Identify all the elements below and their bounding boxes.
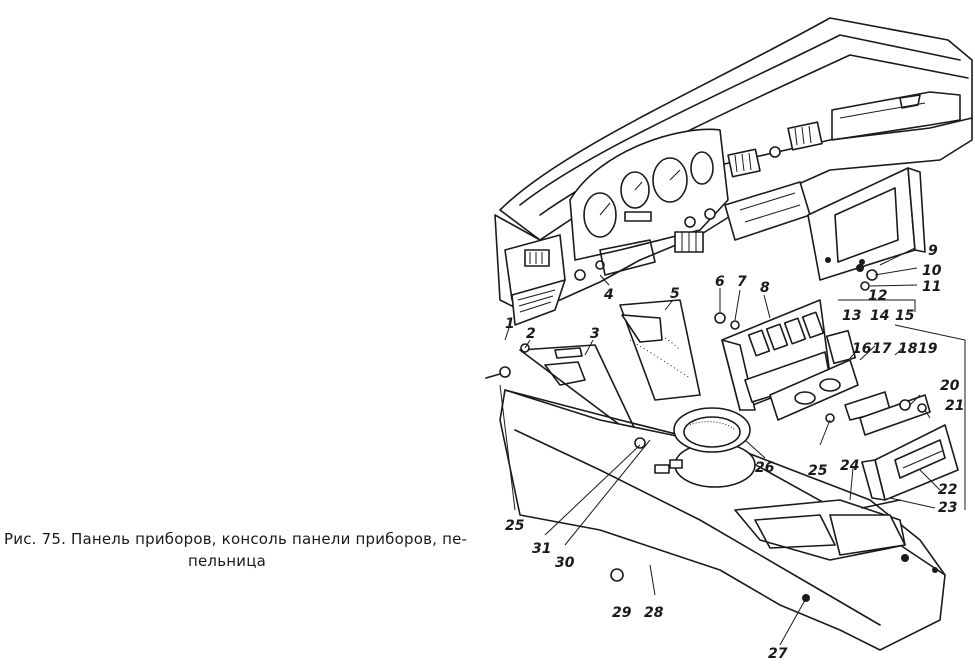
instrument-panel (494, 17, 973, 326)
callout-22: 22 (938, 482, 957, 498)
callout-4: 4 (603, 287, 614, 303)
callout-8: 8 (760, 280, 770, 296)
callout-23: 23 (938, 500, 957, 516)
caption-line-2: пельница (188, 552, 267, 570)
figure-caption: Рис. 75. Панель приборов, консоль панели… (4, 528, 494, 572)
callout-11: 11 (922, 279, 941, 295)
callout-3: 3 (590, 326, 600, 342)
callout-18: 18 (898, 341, 918, 357)
callout-labels: 1 2 3 4 5 6 7 8 9 10 11 12 13 14 15 16 1… (505, 243, 964, 662)
console-bracket (807, 167, 926, 281)
side-trim-panel (519, 344, 641, 441)
callout-27: 27 (768, 646, 788, 662)
callout-9: 9 (928, 243, 938, 259)
callout-7: 7 (737, 274, 747, 290)
callout-16: 16 (852, 341, 872, 357)
center-trim-panel (619, 299, 701, 401)
callout-21: 21 (945, 398, 964, 414)
callout-2: 2 (526, 326, 536, 342)
callout-17: 17 (872, 341, 892, 357)
callout-1: 1 (505, 316, 515, 332)
callout-28: 28 (644, 605, 664, 621)
caption-line-1: Рис. 75. Панель приборов, консоль панели… (4, 530, 468, 548)
callout-24: 24 (840, 458, 859, 474)
callout-25-right: 25 (808, 463, 828, 479)
callout-6: 6 (715, 274, 725, 290)
callout-13: 13 (842, 308, 861, 324)
callout-5: 5 (670, 286, 680, 302)
callout-12: 12 (868, 288, 887, 304)
heater-control-panel (769, 359, 931, 436)
switch-block (825, 329, 857, 365)
callout-20: 20 (940, 378, 960, 394)
ashtray (861, 424, 959, 501)
floor-console (499, 389, 946, 651)
callout-25-left: 25 (505, 518, 525, 534)
callout-30: 30 (555, 555, 575, 571)
callout-10: 10 (922, 263, 942, 279)
callout-29: 29 (612, 605, 632, 621)
callout-31: 31 (532, 541, 551, 557)
leader-lines (499, 247, 966, 646)
callout-19: 19 (918, 341, 938, 357)
callout-15: 15 (895, 308, 915, 324)
callout-14: 14 (870, 308, 889, 324)
callout-26: 26 (755, 460, 775, 476)
